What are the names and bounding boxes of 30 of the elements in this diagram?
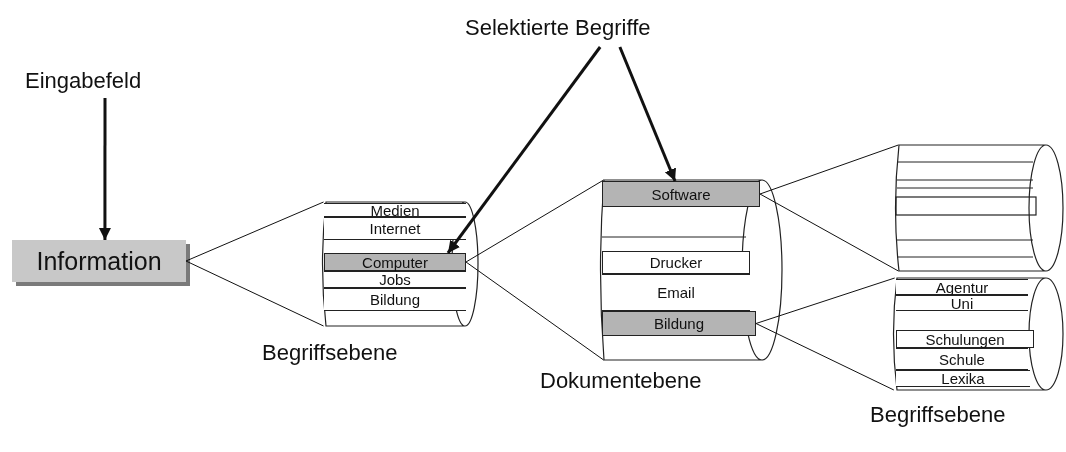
selected-term-row: Software [602,181,760,207]
connector-line [465,179,605,263]
connector-line [755,277,896,324]
term-row: Schule [896,348,1028,370]
arrow [98,98,111,240]
level-label: Begriffsebene [262,340,398,367]
level-label: Dokumentebene [540,368,702,395]
connector-line [465,261,605,361]
connector-line [755,323,895,391]
selected-term-row: Computer [324,253,466,271]
connector-line [185,201,325,262]
arrow [618,46,677,182]
term-row: Medien [324,203,466,217]
annotation-text: Eingabefeld [25,68,142,95]
connector-line [185,260,325,327]
level-label: Begriffsebene [870,402,1006,429]
term-row: Drucker [602,251,750,274]
term-row: Bildung [324,288,466,311]
term-row: Schulungen [896,330,1034,348]
term-row: Lexika [896,370,1030,387]
selected-term-row: Bildung [602,311,756,336]
term-row: Email [602,274,750,311]
connector-line [759,193,899,272]
term-row: Jobs [324,271,466,288]
connector-line [759,144,899,195]
annotation-text: Selektierte Begriffe [465,15,651,42]
term-row: Uni [896,295,1028,311]
arrow [446,46,602,254]
term-row: Internet [324,217,466,240]
term-row: Agentur [896,279,1028,295]
